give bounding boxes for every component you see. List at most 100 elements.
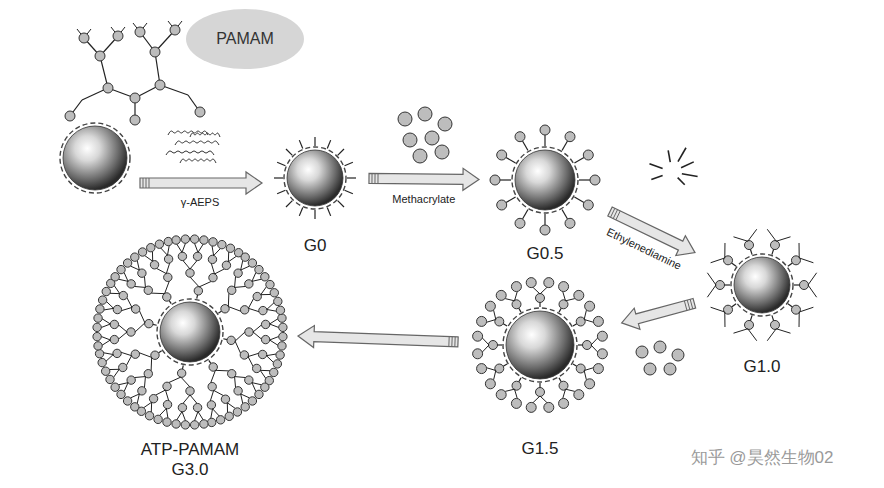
monomer-bead (565, 132, 575, 142)
bond-line (566, 299, 575, 301)
particle-drawing (468, 273, 612, 417)
monomer-bead (583, 341, 592, 350)
bond-line (124, 272, 128, 281)
monomer-bead (186, 269, 194, 277)
arrow-tail-stripe (616, 211, 620, 220)
sphere-shell (512, 147, 578, 213)
bond-line (213, 409, 220, 416)
monomer-bead (585, 379, 595, 389)
bond-line (678, 148, 686, 162)
bond-line (487, 320, 496, 323)
bond-line (169, 377, 181, 383)
bond-line (227, 403, 235, 409)
monomer-bead (477, 364, 487, 374)
blob-label: PAMAM (216, 30, 273, 48)
sphere-shell (157, 299, 223, 365)
block-arrow (622, 298, 696, 329)
reaction-arrow (298, 326, 458, 348)
bond-line (248, 357, 253, 367)
bond-line (487, 368, 496, 371)
monomer-bead (131, 253, 139, 261)
bond-line (151, 402, 152, 412)
bond-line (808, 273, 817, 285)
monomer-bead (261, 273, 269, 281)
bond-line (252, 383, 256, 392)
bond-line (345, 162, 353, 165)
bond-line (314, 210, 315, 219)
arrow-tail-stripe (684, 301, 687, 311)
bond-line (277, 190, 285, 193)
bond-line (190, 395, 197, 404)
generation-label: G0.5 (527, 244, 564, 264)
monomer-bead (207, 418, 215, 426)
monomer-bead (261, 320, 269, 328)
monomer-bead (150, 47, 160, 57)
bond-line (198, 244, 203, 252)
bond-line (544, 135, 545, 146)
bond-line (155, 390, 165, 395)
dendrimer-particle: G1.0 (704, 227, 820, 343)
bond-line (724, 312, 725, 327)
sphere-shell (731, 254, 793, 316)
sphere-shell (284, 147, 346, 209)
bond-line (767, 329, 776, 341)
monomer-bead (103, 83, 113, 93)
bond-line (235, 377, 236, 388)
monomer-bead (101, 367, 109, 375)
monomer-bead (473, 331, 483, 341)
bond-line (270, 319, 278, 324)
silica-sphere (515, 150, 575, 210)
bond-line (562, 209, 568, 219)
bond-line (161, 248, 168, 255)
monomer-bead (98, 296, 106, 304)
bond-line (270, 340, 278, 345)
generation-label: G1.5 (522, 439, 559, 459)
bond-line (156, 268, 166, 273)
monomer-bead (172, 420, 180, 428)
bond-line (248, 298, 253, 308)
bond-line (190, 277, 199, 287)
monomer-bead (279, 323, 287, 331)
monomer-bead (147, 243, 155, 251)
silane-molecules (166, 131, 220, 163)
bond-line (261, 294, 271, 295)
monomer-bead (96, 305, 104, 313)
bond-line (252, 272, 256, 281)
bond-line (214, 390, 224, 395)
silane-chain (190, 133, 220, 137)
monomer-bead (253, 292, 261, 300)
bond-line (101, 324, 110, 328)
monomer-bead (276, 351, 284, 359)
monomer-bead (195, 107, 205, 117)
monomer-bead (241, 403, 249, 411)
monomer-bead (117, 265, 125, 273)
monomer-bead (130, 115, 140, 125)
bond-line (194, 243, 198, 252)
monomer-bead (559, 398, 569, 408)
silane-chain (175, 141, 219, 145)
monomer-bead (117, 390, 125, 398)
monomer-bead (770, 320, 779, 329)
bond-line (215, 370, 228, 372)
bond-line (799, 307, 813, 312)
monomer-bead (278, 342, 286, 350)
bond-line (110, 293, 120, 294)
monomer-bead (664, 363, 676, 375)
bond-line (144, 377, 145, 388)
monomer-bead (585, 301, 595, 311)
bond-line (182, 412, 186, 421)
reaction-arrow (622, 298, 696, 329)
bond-line (574, 158, 584, 164)
bond-line (286, 149, 292, 155)
bond-line (104, 308, 114, 310)
bond-line (118, 279, 128, 281)
monomer-bead (208, 255, 216, 263)
monomer-bead (544, 402, 554, 412)
monomer-bead (131, 350, 139, 358)
monomer-bead (131, 403, 139, 411)
bond-line (515, 292, 518, 301)
bond-line (266, 354, 276, 356)
monomer-bead (130, 93, 140, 103)
monomer-bead (559, 300, 568, 309)
bond-line (540, 396, 547, 403)
